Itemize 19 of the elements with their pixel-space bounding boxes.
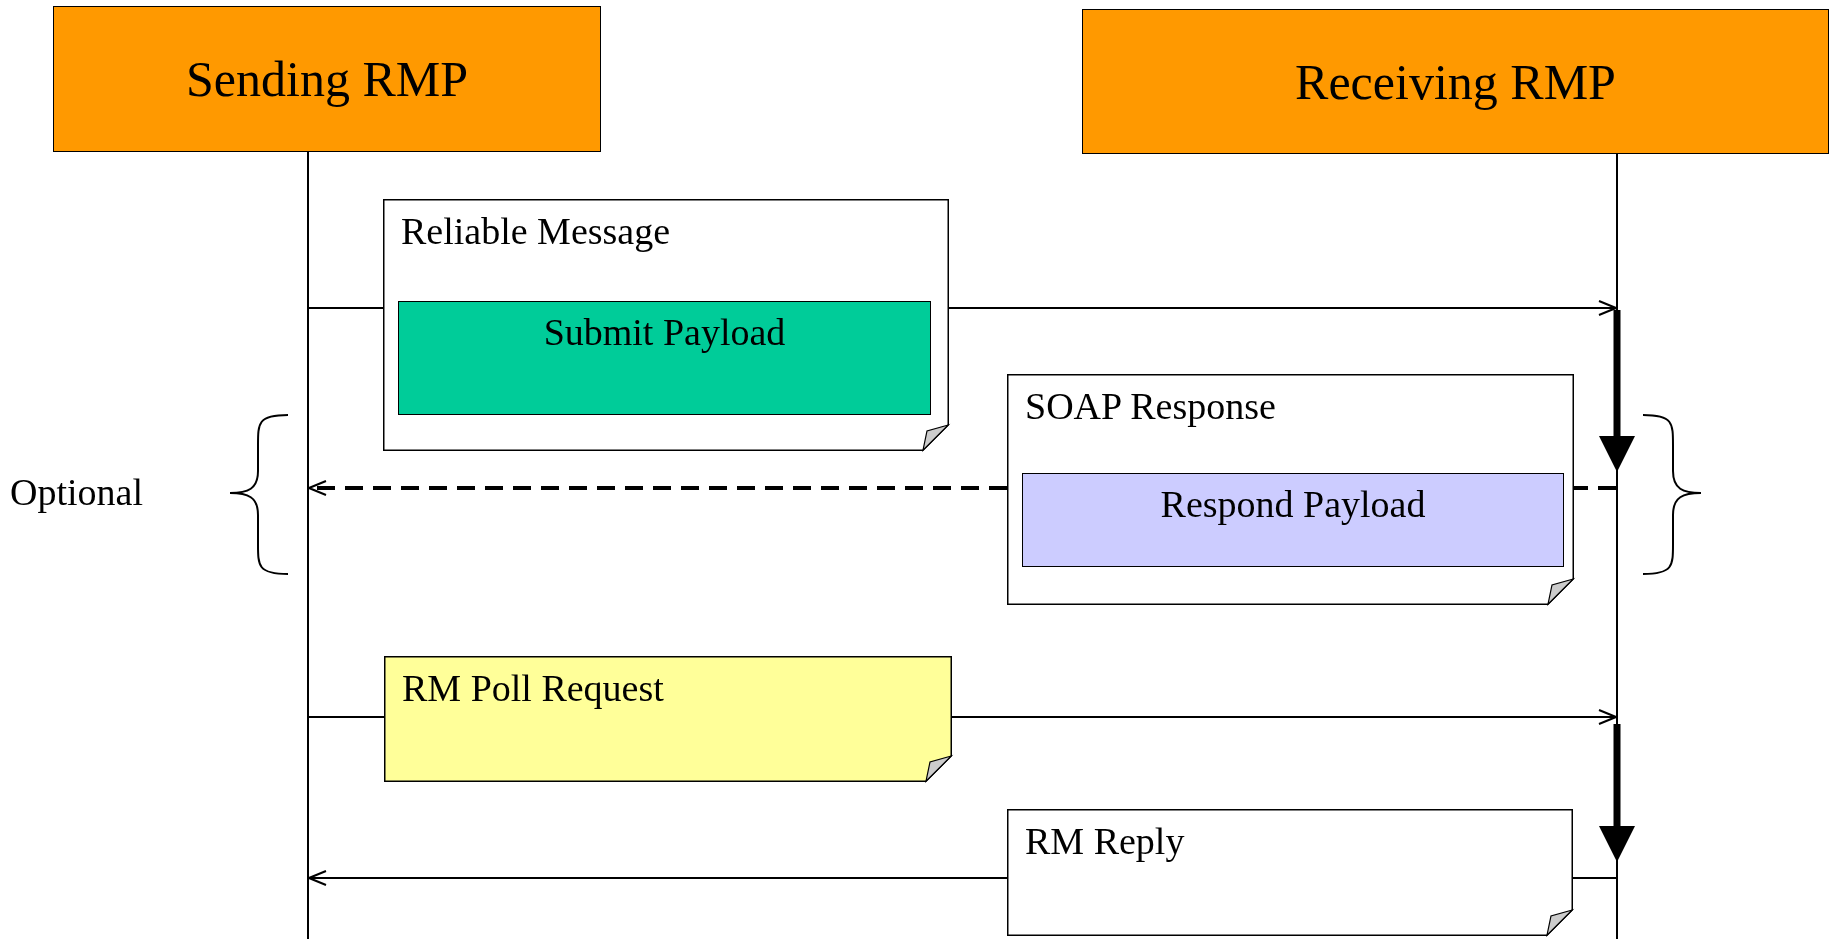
lifeline-header	[53, 6, 601, 152]
lifeline	[1616, 154, 1618, 939]
message-title: Reliable Message	[401, 209, 671, 253]
participant-title: Receiving RMP	[1295, 52, 1616, 111]
payload-label: Submit Payload	[542, 310, 787, 354]
payload-box	[398, 301, 931, 415]
message-arrow	[948, 300, 1617, 316]
message-arrow	[951, 709, 1617, 725]
payload-label: Respond Payload	[1159, 482, 1427, 526]
bracket-label: Optional	[10, 470, 143, 514]
message-arrow	[308, 480, 1007, 496]
lifeline	[307, 152, 309, 939]
participant-title: Sending RMP	[186, 50, 468, 108]
message-arrow	[308, 870, 1008, 886]
payload-box	[1022, 473, 1564, 567]
message-title: SOAP Response	[1025, 384, 1276, 428]
lifeline-header	[1082, 9, 1829, 154]
message-title: RM Poll Request	[402, 666, 664, 710]
message-title: RM Reply	[1025, 819, 1185, 863]
